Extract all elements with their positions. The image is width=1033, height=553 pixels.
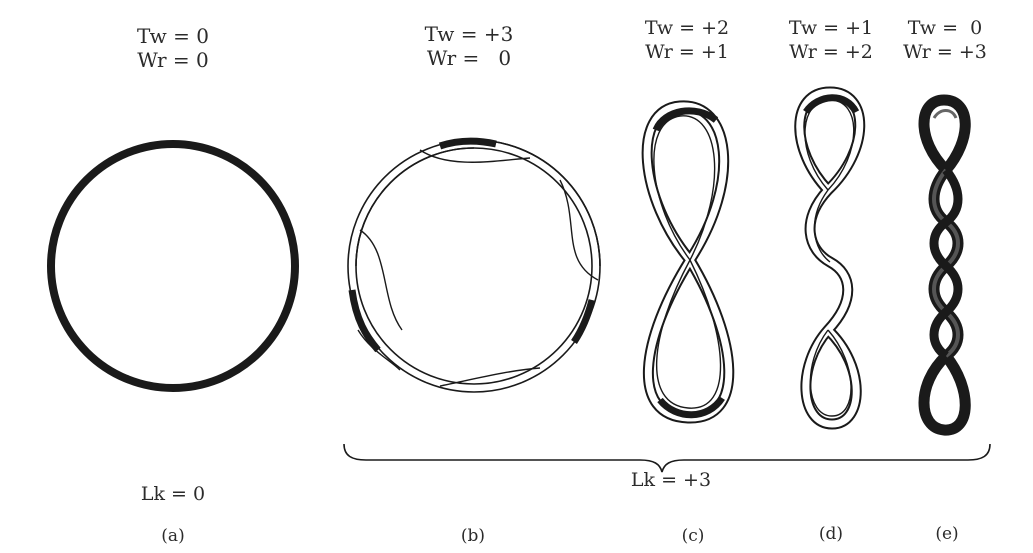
panel-a-twist-label: Tw = 0 xyxy=(123,24,223,48)
panel-c-writhe-label: Wr = +1 xyxy=(632,40,742,64)
supercoil-one-crossing xyxy=(647,106,729,418)
panel-a-writhe-label: Wr = 0 xyxy=(123,48,223,72)
panel-c-twist-label: Tw = +2 xyxy=(632,16,742,40)
linking-number-supercoiled: Lk = +3 xyxy=(616,468,726,492)
panel-d-writhe-label: Wr = +2 xyxy=(776,40,886,64)
linking-number-relaxed: Lk = 0 xyxy=(118,482,228,506)
supercoil-plectoneme xyxy=(924,100,965,430)
panel-b-twist-label: Tw = +3 xyxy=(414,22,524,46)
twisted-ribbon-circle xyxy=(348,140,600,392)
panel-d-caption: (d) xyxy=(806,522,856,546)
relaxed-circle xyxy=(51,144,295,388)
panel-b-writhe-label: Wr = 0 xyxy=(414,46,524,70)
panel-e-writhe-label: Wr = +3 xyxy=(890,40,1000,64)
panel-d-twist-label: Tw = +1 xyxy=(776,16,886,40)
panel-e-twist-label: Tw = 0 xyxy=(890,16,1000,40)
supercoil-two-crossings xyxy=(800,92,860,424)
panel-c-caption: (c) xyxy=(668,524,718,548)
panel-b-caption: (b) xyxy=(448,524,498,548)
panel-e-caption: (e) xyxy=(922,522,972,546)
panel-a-caption: (a) xyxy=(148,524,198,548)
